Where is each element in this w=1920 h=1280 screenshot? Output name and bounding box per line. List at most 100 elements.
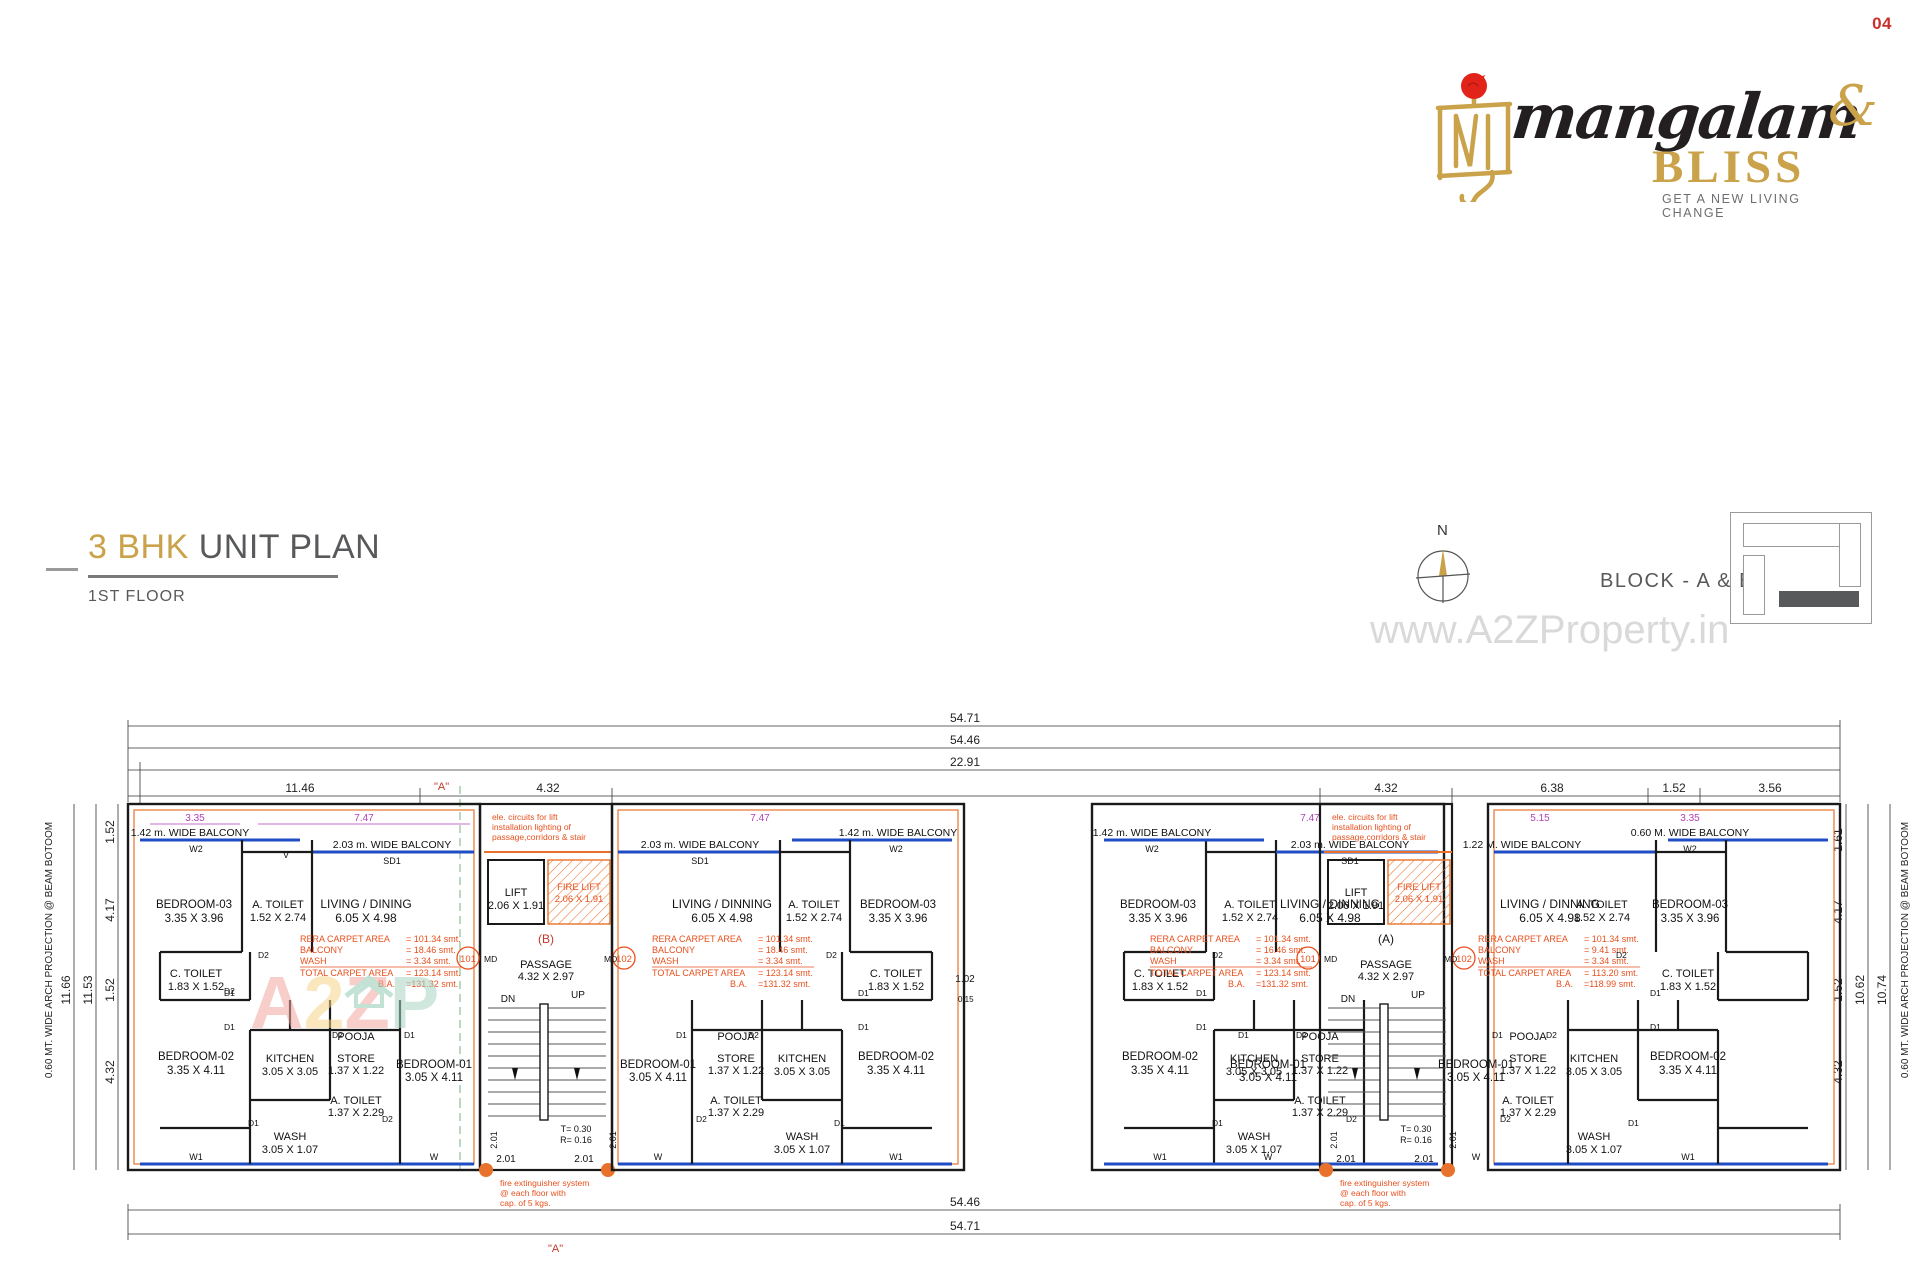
- unit-4-door-d2-a: D2: [1616, 950, 1627, 960]
- dim-top-chain-5: 1.52: [1662, 781, 1686, 795]
- unit-4-door-d2-c: D2: [1546, 1030, 1557, 1040]
- unit-4-area-label-3: TOTAL CARPET AREA: [1478, 968, 1571, 978]
- core-b-electrical-note: ele. circuits for lift installation ligh…: [492, 812, 586, 842]
- unit-3-room-wash-name: WASH: [1238, 1131, 1271, 1143]
- dim-right-chain-4: 4.32: [1831, 1060, 1845, 1084]
- unit-3-window-w1: W1: [1153, 1152, 1167, 1162]
- unit-1-living-label: LIVING / DINING: [320, 897, 411, 911]
- core-a-stair-landing-wall: [1379, 1003, 1389, 1121]
- dim-overall-bottom-1: 54.46: [950, 1195, 980, 1209]
- unit-4-area-value-4: =118.99 smt.: [1584, 979, 1636, 989]
- watermark-letter-2: 2: [303, 961, 345, 1044]
- unit-1-group: 3.35 7.47 1.42 m. WIDE BALCONY 2.03 m. W…: [126, 802, 482, 1172]
- unit-2-labels: 1.42 m. WIDE BALCONY 2.03 m. WIDE BALCON…: [620, 813, 957, 1162]
- core-b-lift-size: 2.06 X 1.91: [488, 900, 544, 912]
- unit-1-door-d2-a: D2: [258, 950, 269, 960]
- unit-2-living-label: LIVING / DINNING: [672, 897, 772, 911]
- unit-1-vent-tag-v: V: [283, 850, 289, 860]
- unit-2-room-a-toilet2-name: A. TOILET: [710, 1095, 762, 1107]
- unit-2-living-size: 6.05 X 4.98: [691, 911, 753, 925]
- flat-number-101-b: 101: [460, 954, 476, 965]
- dim-left-chain-4: 4.32: [103, 1060, 117, 1084]
- dim-left-chain-3: 1.52: [103, 978, 117, 1002]
- core-b-stair-up-label: UP: [571, 990, 585, 1001]
- unit-4-room-bedroom-02-size: 3.35 X 4.11: [1659, 1065, 1717, 1077]
- unit-4-area-table: RERA CARPET AREA = 101.34 smt. BALCONY =…: [1478, 934, 1640, 989]
- core-a-fire-lift-size: 2.06 X 1.91: [1395, 894, 1444, 905]
- unit-1-room-store-name: STORE: [337, 1053, 375, 1065]
- flat-marker-101-a: [1296, 946, 1320, 970]
- dim-right-chain-1: 1.61: [1831, 828, 1845, 852]
- core-a-group: LIFT 2.06 X 1.91 FIRE LIFT 2.06 X 1.91 (…: [1296, 802, 1476, 1208]
- unit-2-area-value-2: = 3.34 smt.: [758, 956, 803, 966]
- unit-3-area-label-1: BALCONY: [1150, 945, 1193, 955]
- unit-1-balcony-label-203: 2.03 m. WIDE BALCONY: [333, 839, 451, 851]
- dim-top-chain-3: 4.32: [1374, 781, 1398, 795]
- dim-right-chain-3: 1.52: [1831, 978, 1845, 1002]
- unit-2-door-d2-d: D2: [696, 1114, 707, 1124]
- unit-1-room-bedroom-03-name: BEDROOM-03: [156, 899, 232, 911]
- core-a-main-door-tag-left: MD: [1324, 954, 1337, 964]
- unit-1-room-bedroom-01-size: 3.05 X 4.11: [405, 1072, 463, 1084]
- core-a-arrow-down-icon: [1352, 1068, 1358, 1080]
- unit-1-room-bedroom-02-size: 3.35 X 4.11: [167, 1065, 225, 1077]
- unit-2-area-label-1: BALCONY: [652, 945, 695, 955]
- unit-3-room-bedroom-01-size: 3.05 X 4.11: [1239, 1072, 1297, 1084]
- watermark-a2z-logo: A2ZP: [250, 960, 439, 1045]
- flat-number-102-a: 102: [1456, 954, 1472, 965]
- kalash-dot-icon: [1461, 73, 1487, 99]
- unit-4-door-d1-c: D1: [1492, 1030, 1503, 1040]
- unit-2-area-value-0: = 101.34 smt.: [758, 934, 813, 944]
- unit-2-room-store-name: STORE: [717, 1053, 755, 1065]
- unit-2-area-value-4: =131.32 smt.: [758, 979, 810, 989]
- core-b-lift-label: LIFT: [505, 887, 528, 899]
- unit-4-door-d1-a: D1: [1650, 988, 1661, 998]
- unit-4-area-label-2: WASH: [1478, 956, 1505, 966]
- unit-2-dim-747: 7.47: [750, 813, 770, 824]
- unit-4-room-store-name: STORE: [1509, 1053, 1547, 1065]
- unit-4-living-size: 6.05 X 4.98: [1519, 911, 1581, 925]
- dim-overall-top-2: 54.46: [950, 733, 980, 747]
- unit-3-room-bedroom-03-name: BEDROOM-03: [1120, 899, 1196, 911]
- unit-3-door-d1-a: D1: [1196, 988, 1207, 998]
- unit-3-area-value-4: =131.32 smt.: [1256, 979, 1308, 989]
- unit-2-door-d2-a: D2: [826, 950, 837, 960]
- unit-2-door-tag-sd1: SD1: [691, 856, 709, 866]
- core-b-fire-lift-shaft: [547, 859, 611, 925]
- unit-3-group: [1090, 802, 1446, 1172]
- unit-1-balcony-label-142: 1.42 m. WIDE BALCONY: [131, 827, 249, 839]
- watermark-letter-a: A: [250, 961, 304, 1044]
- unit-3-room-bedroom-01-name: BEDROOM-01: [1230, 1059, 1306, 1071]
- mangalam-emblem-icon: [1435, 73, 1513, 202]
- core-a-lift-label: LIFT: [1345, 887, 1368, 899]
- unit-4-dim-335: 3.35: [1680, 813, 1700, 824]
- core-b-tread-label: T= 0.30: [561, 1124, 592, 1134]
- key-plan-wing-right: [1839, 523, 1861, 587]
- compass-north-label: N: [1437, 522, 1448, 539]
- dim-right-total-2: 10.74: [1875, 975, 1889, 1005]
- unit-3-area-value-3: = 123.14 smt.: [1256, 968, 1311, 978]
- unit-3-room-a-toilet-size: 1.52 X 2.74: [1222, 912, 1278, 924]
- left-arch-projection-note: 0.60 MT. WIDE ARCH PROJECTION @ BEAM BOT…: [44, 822, 55, 1078]
- unit-1-door-d2-c: D2: [332, 1030, 343, 1040]
- top-dimension-lines: [127, 720, 1841, 804]
- unit-3-room-bedroom-02-name: BEDROOM-02: [1122, 1051, 1198, 1063]
- core-a-passage-size: 4.32 X 2.97: [1358, 971, 1414, 983]
- unit-1-living-size: 6.05 X 4.98: [335, 911, 397, 925]
- unit-2-area-table: RERA CARPET AREA = 101.34 smt. BALCONY =…: [652, 934, 814, 989]
- unit-1-room-store-size: 1.37 X 1.22: [328, 1065, 384, 1077]
- unit-1-door-d2-d: D2: [382, 1114, 393, 1124]
- unit-3-door-d2-a: D2: [1212, 950, 1223, 960]
- unit-4-room-c-toilet-name: C. TOILET: [1662, 968, 1714, 980]
- unit-2-internal-walls: [690, 840, 934, 1164]
- unit-3-outer-wall: [1090, 802, 1446, 1172]
- unit-3-room-kitchen-name: KITCHEN: [1230, 1053, 1278, 1065]
- unit-2-window-tag-w2: W2: [889, 844, 903, 854]
- core-b-marker: (B): [538, 932, 554, 946]
- unit-4-door-d1-d: D1: [1628, 1118, 1639, 1128]
- unit-1-area-value-3: = 123.14 smt.: [406, 968, 461, 978]
- core-b-inner-201-right: 2.01: [608, 1131, 618, 1149]
- unit-2-room-kitchen-size: 3.05 X 3.05: [774, 1066, 830, 1078]
- dim-overall-top-3: 22.91: [950, 755, 980, 769]
- dim-top-chain-2: 4.32: [536, 781, 560, 795]
